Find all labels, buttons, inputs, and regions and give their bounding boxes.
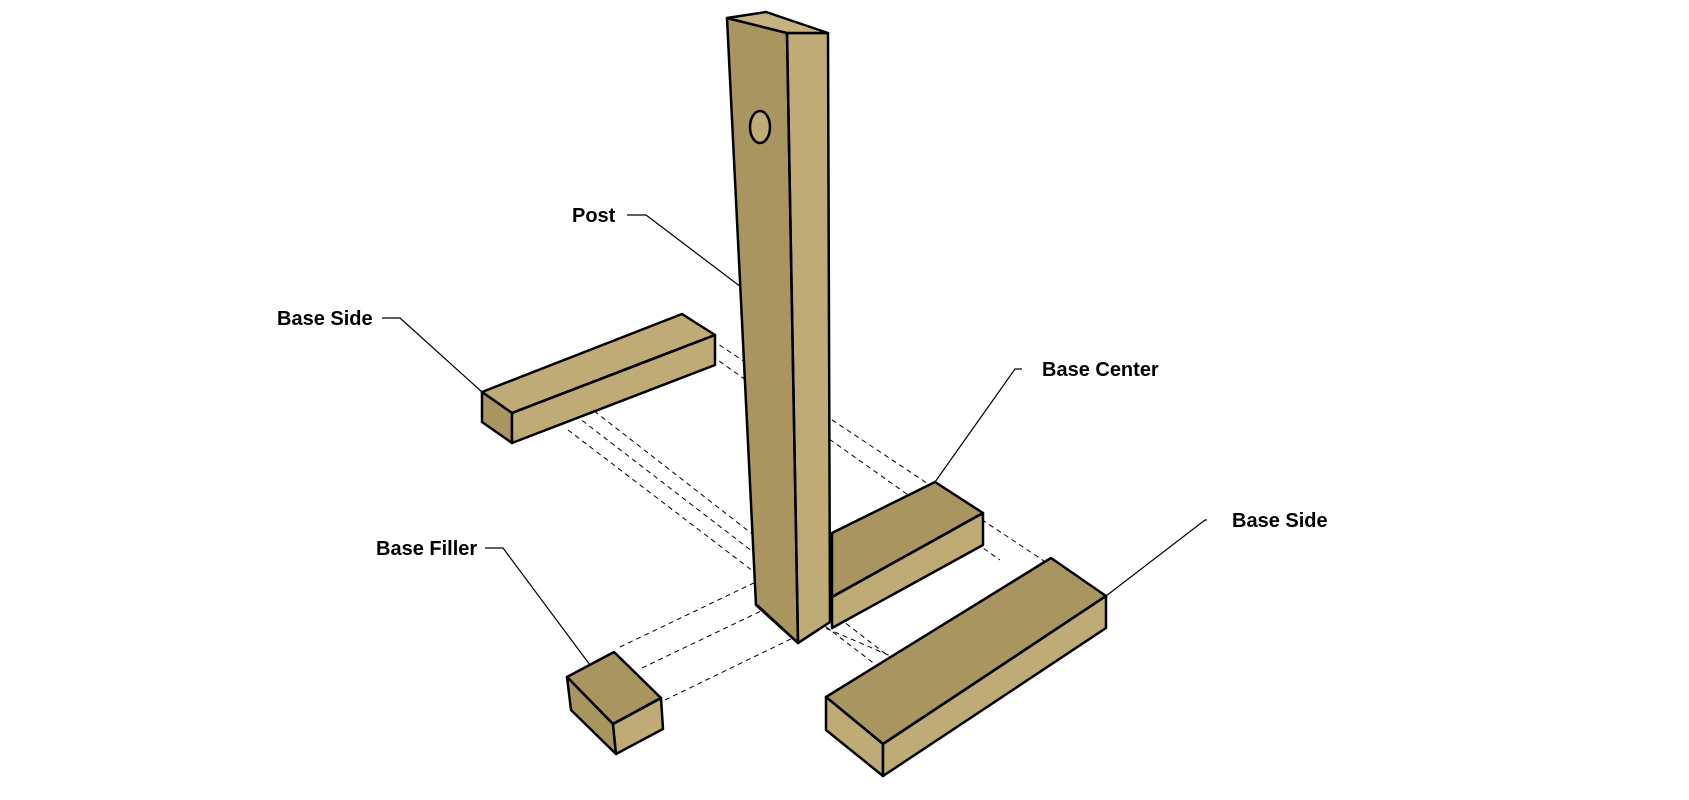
leader-post xyxy=(627,214,742,288)
guide-line xyxy=(567,429,881,669)
leader-base-side-left xyxy=(382,317,483,393)
post-hole xyxy=(748,109,772,145)
label-base-side-right: Base Side xyxy=(1232,510,1328,532)
leader-base-side-right xyxy=(1105,519,1207,597)
base-side-right-part xyxy=(824,556,1108,778)
leader-lines xyxy=(382,214,1207,666)
label-base-filler: Base Filler xyxy=(376,538,477,560)
base-side-left-part xyxy=(480,312,717,445)
leader-base-filler xyxy=(485,547,591,666)
leader-base-center xyxy=(934,368,1022,483)
guide-line xyxy=(664,619,831,701)
label-post: Post xyxy=(572,205,616,227)
label-base-center: Base Center xyxy=(1042,359,1159,381)
label-base-side-left: Base Side xyxy=(277,308,373,330)
base-center-part xyxy=(830,480,985,630)
guide-line xyxy=(579,399,761,541)
guide-line xyxy=(641,589,806,669)
guide-line xyxy=(759,599,901,661)
guide-line xyxy=(619,579,761,648)
base-filler-part xyxy=(565,650,665,756)
post-part xyxy=(725,10,832,645)
